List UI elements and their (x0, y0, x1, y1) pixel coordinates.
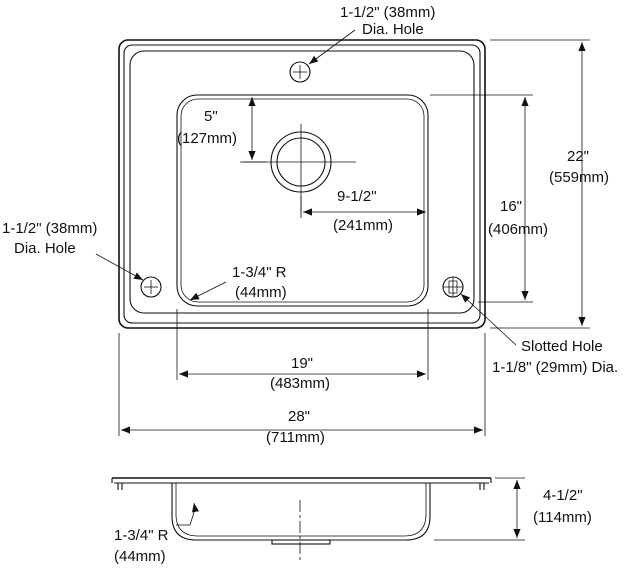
drain-offset-label-2: (127mm) (177, 130, 237, 147)
side-radius-label-2: (44mm) (114, 548, 166, 565)
drain-to-edge-label-1: 9-1/2" (337, 188, 377, 205)
overall-width-label-2: (711mm) (266, 429, 325, 446)
left-hole-leader (95, 253, 144, 281)
sink-top-view (118, 39, 486, 329)
drain-to-edge-label-2: (241mm) (333, 217, 393, 234)
sink-outer-rim (118, 39, 486, 329)
overall-depth-dimension (490, 39, 590, 329)
drain-to-edge-dimension (300, 196, 426, 218)
side-radius-leader (176, 502, 200, 526)
bowl-height-dimension (434, 477, 525, 541)
bowl-depth-label-1: 16" (500, 198, 522, 215)
bowl-radius-label-2: (44mm) (235, 284, 287, 301)
overall-width-label-1: 28" (288, 408, 310, 425)
left-hole-label-2: Dia. Hole (14, 240, 76, 257)
sink-bowl (176, 94, 429, 307)
bowl-depth-dimension (430, 94, 533, 303)
side-bowl-outline (171, 483, 431, 541)
faucet-hole-label-1: 1-1/2" (38mm) (340, 4, 435, 21)
sink-rim-inner-1 (123, 44, 481, 324)
bowl-radius-label-1: 1-3/4" R (232, 264, 287, 281)
sink-deck-edge (129, 50, 475, 314)
drain-offset-label-1: 5" (204, 108, 218, 125)
faucet-hole-icon (289, 61, 311, 83)
bowl-depth-label-2: (406mm) (488, 221, 548, 238)
left-hole-icon (140, 276, 162, 298)
bowl-width-label-1: 19" (291, 355, 313, 372)
slotted-hole-leader (460, 293, 517, 346)
bowl-height-label-2: (114mm) (533, 509, 592, 526)
side-radius-label-1: 1-3/4" R (114, 527, 169, 544)
bowl-height-label-1: 4-1/2" (543, 487, 583, 504)
slotted-hole-label-1: Slotted Hole (521, 338, 603, 355)
bowl-width-dimension (176, 309, 429, 380)
slotted-hole-label-2: 1-1/8" (29mm) Dia. (492, 359, 618, 376)
drain-offset-dimension (243, 94, 266, 163)
overall-width-dimension (118, 333, 486, 436)
faucet-hole-label-2: Dia. Hole (362, 21, 424, 38)
bowl-radius-leader (189, 281, 227, 301)
overall-depth-label-1: 22" (567, 148, 589, 165)
slotted-hole-icon (442, 276, 464, 298)
sink-bowl-inner (180, 98, 425, 303)
sink-side-view (111, 477, 492, 560)
left-hole-label-1: 1-1/2" (38mm) (2, 220, 97, 237)
bowl-width-label-2: (483mm) (270, 375, 330, 392)
overall-depth-label-2: (559mm) (549, 169, 609, 186)
faucet-hole-leader (308, 29, 356, 65)
